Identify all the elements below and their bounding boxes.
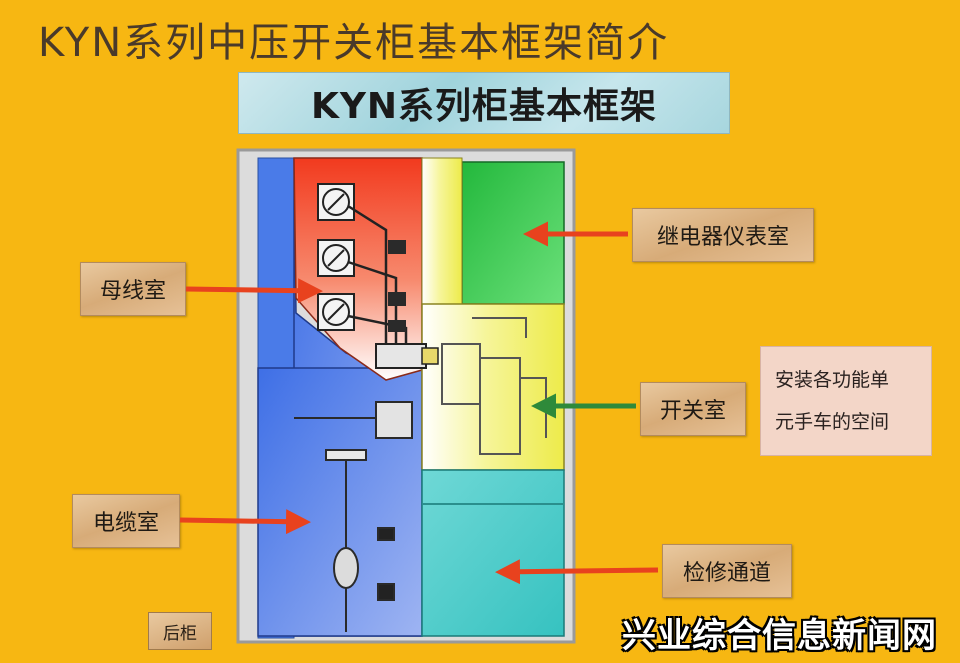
switch-room-label: 开关室 xyxy=(640,382,746,436)
relay-room-label: 继电器仪表室 xyxy=(632,208,814,262)
watermark: 兴业综合信息新闻网 xyxy=(622,616,937,656)
busbar-room-label: 母线室 xyxy=(80,262,186,316)
switchgear-diagram xyxy=(236,148,576,644)
maintenance-passage xyxy=(421,469,565,637)
subtitle-banner: KYN系列柜基本框架 xyxy=(238,72,730,134)
relay-room xyxy=(461,161,565,305)
note-line-1: 安装各功能单 xyxy=(775,369,890,391)
note-line-2: 元手车的空间 xyxy=(775,411,890,433)
page-title: KYN系列中压开关柜基本框架简介 xyxy=(38,20,670,66)
rear-cabinet-label: 后柜 xyxy=(148,612,212,650)
switch-room-main xyxy=(421,303,565,471)
maintenance-label: 检修通道 xyxy=(662,544,792,598)
busbar-insulators xyxy=(317,183,355,331)
cable-room-equipment xyxy=(294,401,413,632)
cable-room-label: 电缆室 xyxy=(72,494,180,548)
contacts xyxy=(375,240,439,369)
switch-room-note: 安装各功能单 元手车的空间 xyxy=(760,346,932,456)
subtitle-text: KYN系列柜基本框架 xyxy=(310,86,658,127)
